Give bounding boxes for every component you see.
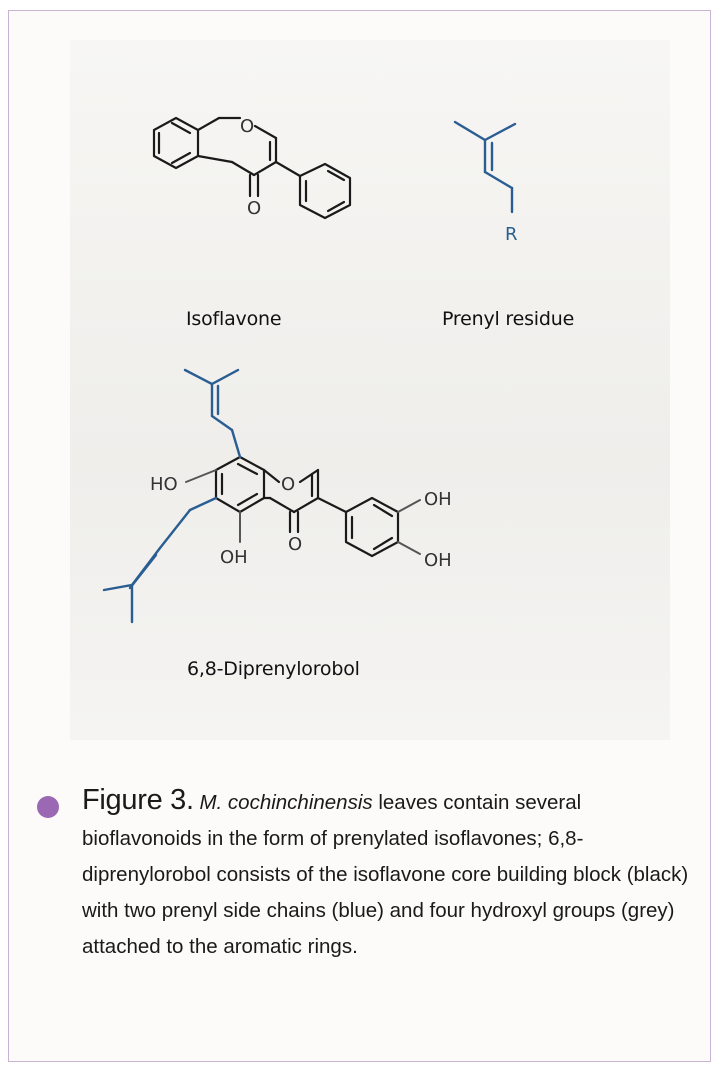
isoflavone-ring-oxygen: O	[240, 116, 254, 137]
prenyl-r-group: R	[505, 224, 518, 245]
diprenylorobol-hydroxyl-bonds	[185, 469, 421, 555]
prenyl-residue-structure	[453, 120, 517, 214]
chemical-structures: O O R	[102, 116, 518, 624]
diprenylorobol-ketone-oxygen: O	[288, 534, 302, 555]
isoflavone-ketone-oxygen: O	[247, 198, 261, 219]
diprenylorobol-ring-oxygen: O	[281, 474, 295, 495]
figure-caption: Figure 3. M. cochinchinensis leaves cont…	[82, 782, 692, 965]
diprenylorobol-prenyl-chains	[102, 368, 242, 624]
caption-species: M. cochinchinensis	[199, 791, 373, 814]
prenyl-residue-label: Prenyl residue	[442, 308, 575, 330]
caption-bullet	[37, 796, 59, 818]
diprenylorobol-core	[214, 455, 400, 558]
diprenylorobol-label: 6,8-Diprenylorobol	[187, 658, 360, 680]
isoflavone-structure	[152, 116, 352, 220]
hydroxyl-5-label: OH	[220, 547, 248, 568]
hydroxyl-4-prime-label: OH	[424, 550, 452, 571]
isoflavone-label: Isoflavone	[186, 308, 282, 330]
hydroxyl-7-label: HO	[150, 474, 178, 495]
caption-text: leaves contain several bioflavonoids in …	[82, 791, 689, 958]
figure-background	[70, 40, 670, 740]
hydroxyl-3-prime-label: OH	[424, 489, 452, 510]
caption-figure-number: Figure 3.	[82, 784, 194, 816]
